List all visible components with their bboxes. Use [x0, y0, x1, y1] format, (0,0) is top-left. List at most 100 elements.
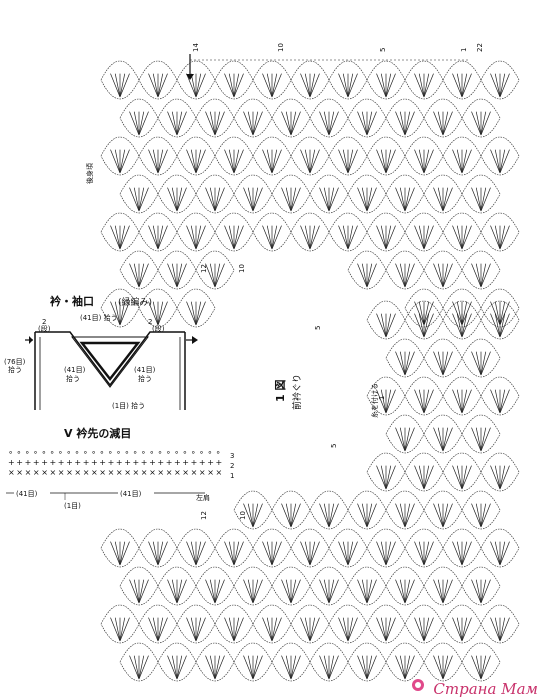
collar-right-small: 2: [148, 318, 152, 326]
lower-motif: [309, 490, 349, 530]
lower-motif: [176, 604, 216, 644]
lower-motif: [423, 642, 463, 682]
lower-motif: [423, 566, 463, 606]
lower-motif: [328, 528, 368, 568]
upper-motif: [385, 250, 425, 290]
lower-motif: [442, 452, 482, 492]
upper-motif: [442, 60, 482, 100]
lower-motif: [252, 528, 292, 568]
v-stitch: ×: [91, 468, 98, 477]
v-stitch: ∘: [166, 448, 171, 457]
neck-mark-5b: 5: [330, 444, 338, 448]
lower-motif: [347, 490, 387, 530]
lower-motif: [442, 528, 482, 568]
lower-motif: [328, 604, 368, 644]
upper-motif: [214, 60, 254, 100]
lower-motif: [233, 642, 273, 682]
upper-motif: [347, 174, 387, 214]
v-stitch: ∘: [41, 448, 46, 457]
v-stitch: ∘: [108, 448, 113, 457]
v-stitch: ×: [83, 468, 90, 477]
v-center-count: (1目): [64, 502, 81, 510]
lower-motif: [480, 528, 520, 568]
v-stitch: ×: [116, 468, 123, 477]
upper-motif: [328, 212, 368, 252]
upper-motif: [157, 98, 197, 138]
v-left-count: (41目): [16, 490, 38, 498]
v-stitch: ×: [191, 468, 198, 477]
v-stitch: ×: [133, 468, 140, 477]
col-mark-14: 14: [192, 43, 200, 52]
v-stitch: +: [91, 458, 98, 467]
upper-motif: [100, 136, 140, 176]
back-body-label: 後身頃: [85, 163, 94, 184]
neck-mark-1: 1: [378, 396, 386, 400]
upper-motif: [480, 212, 520, 252]
upper-motif: [195, 174, 235, 214]
v-stitch: ×: [141, 468, 148, 477]
v-stitch: ∘: [74, 448, 79, 457]
upper-motif: [176, 288, 216, 328]
upper-motif: [271, 174, 311, 214]
upper-motif: [385, 98, 425, 138]
upper-motif: [480, 60, 520, 100]
upper-motif: [423, 98, 463, 138]
v-stitch: ∘: [116, 448, 121, 457]
v-stitch: +: [174, 458, 181, 467]
v-stitch: +: [58, 458, 65, 467]
upper-motif: [233, 98, 273, 138]
upper-motif: [461, 174, 501, 214]
lower-motif: [119, 642, 159, 682]
upper-motif: [271, 98, 311, 138]
lower-motif: [290, 528, 330, 568]
v-stitch: +: [8, 458, 15, 467]
v-stitch: ∘: [25, 448, 30, 457]
lower-motif: [461, 490, 501, 530]
v-stitch: ∘: [33, 448, 38, 457]
upper-motif: [385, 174, 425, 214]
collar-title-note: (縁編み): [118, 296, 152, 308]
lower-motif: [423, 338, 463, 378]
v-stitch: ∘: [149, 448, 154, 457]
upper-motif: [347, 250, 387, 290]
upper-motif: [252, 212, 292, 252]
lower-motif: [385, 566, 425, 606]
upper-motif: [119, 174, 159, 214]
figure-number: 1 図: [273, 380, 287, 402]
lower-motif: [347, 566, 387, 606]
v-stitch: +: [74, 458, 81, 467]
upper-pattern-chart: [100, 60, 520, 328]
col-mark-5: 5: [379, 48, 387, 52]
lower-pattern-chart: [100, 300, 520, 682]
upper-motif: [442, 136, 482, 176]
upper-motif: [252, 60, 292, 100]
v-row-3: 3: [230, 452, 234, 460]
v-stitch: ×: [74, 468, 81, 477]
upper-motif: [195, 250, 235, 290]
v-stitch: ∘: [141, 448, 146, 457]
col-mark-22: 22: [476, 43, 484, 52]
v-decrease-diagram: V 衿先の減目 ∘∘∘∘∘∘∘∘∘∘∘∘∘∘∘∘∘∘∘∘∘∘∘∘∘∘++++++…: [6, 426, 234, 510]
lower-motif: [271, 490, 311, 530]
upper-motif: [404, 60, 444, 100]
collar-title: 衿・袖口: [50, 294, 94, 308]
v-stitch: ×: [25, 468, 32, 477]
upper-motif: [423, 174, 463, 214]
neckline-label: 前衿ぐり: [291, 374, 303, 410]
lower-motif: [347, 642, 387, 682]
upper-motif: [328, 136, 368, 176]
v-stitch: ∘: [199, 448, 204, 457]
watermark: Страна Мам: [433, 680, 538, 698]
upper-motif: [195, 98, 235, 138]
v-stitch: +: [99, 458, 106, 467]
v-stitch: ×: [174, 468, 181, 477]
lower-motif: [423, 414, 463, 454]
collar-top-center: (41目) 拾う: [80, 313, 118, 322]
v-stitch: ×: [157, 468, 164, 477]
collar-diagram: 衿・袖口 (縁編み) (41目) 拾う 2 (段) 2 (段) (76目) 拾う…: [4, 294, 198, 410]
v-stitch: +: [157, 458, 164, 467]
upper-motif: [366, 212, 406, 252]
upper-motif: [138, 288, 178, 328]
row-mark-10: 10: [238, 264, 246, 273]
